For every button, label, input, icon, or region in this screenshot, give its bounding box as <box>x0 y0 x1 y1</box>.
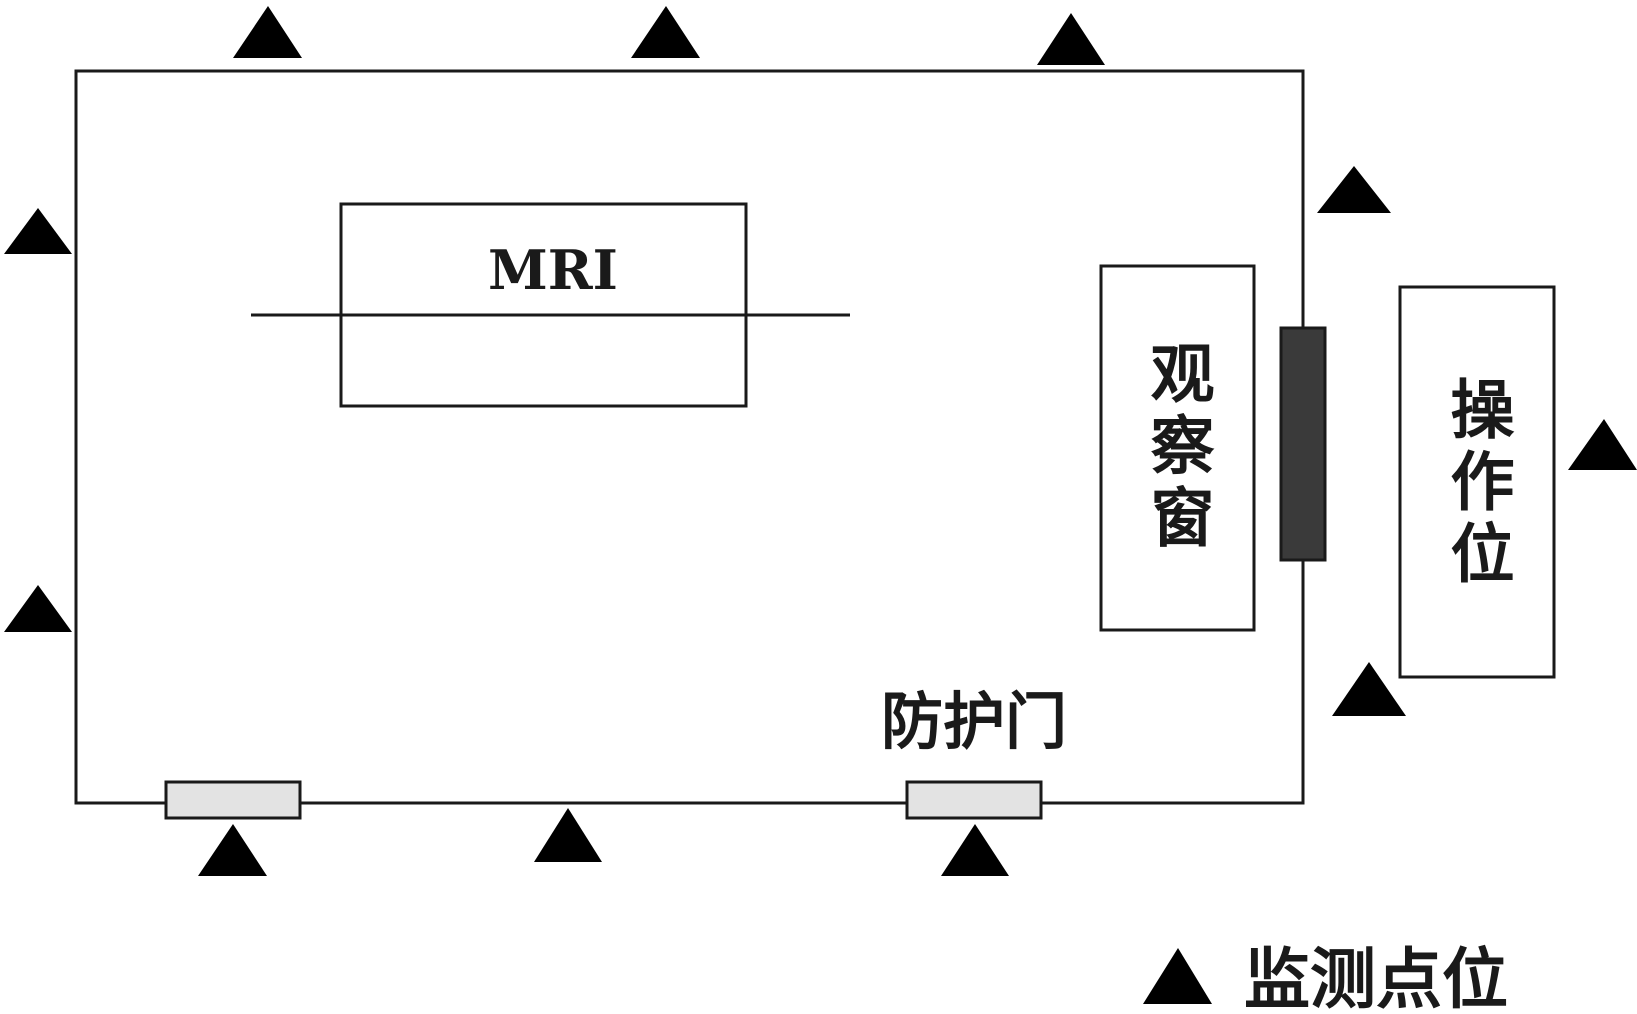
monitoring-point-marker <box>1568 419 1637 470</box>
legend-label: 监测点位 <box>1244 940 1508 1014</box>
monitoring-point-marker <box>1317 166 1391 213</box>
protective-door-label: 防护门 <box>881 685 1067 758</box>
monitoring-point-marker <box>4 208 72 254</box>
observation-window-box <box>1099 264 1256 632</box>
operator-position-box <box>1398 285 1556 679</box>
protective-door <box>905 780 1043 820</box>
monitoring-point-marker <box>4 585 72 632</box>
monitoring-point-marker <box>233 6 302 58</box>
monitoring-point-marker <box>1037 13 1105 65</box>
observation-window-label: 观察窗 <box>1140 340 1215 556</box>
monitoring-point-marker <box>198 824 267 876</box>
monitoring-point-marker <box>941 824 1009 876</box>
monitoring-point-marker <box>1332 662 1406 716</box>
mri-label: MRI <box>488 238 618 302</box>
monitoring-points <box>4 6 1637 876</box>
monitoring-point-marker <box>534 808 602 862</box>
window-seal <box>1279 326 1327 562</box>
mri-equipment-box <box>339 202 748 408</box>
monitoring-point-marker <box>631 6 700 58</box>
operator-position-label: 操作位 <box>1440 376 1515 592</box>
legend: 监测点位 <box>1143 940 1508 1014</box>
triangle-marker-icon <box>1143 948 1212 1004</box>
door-left <box>164 780 302 820</box>
